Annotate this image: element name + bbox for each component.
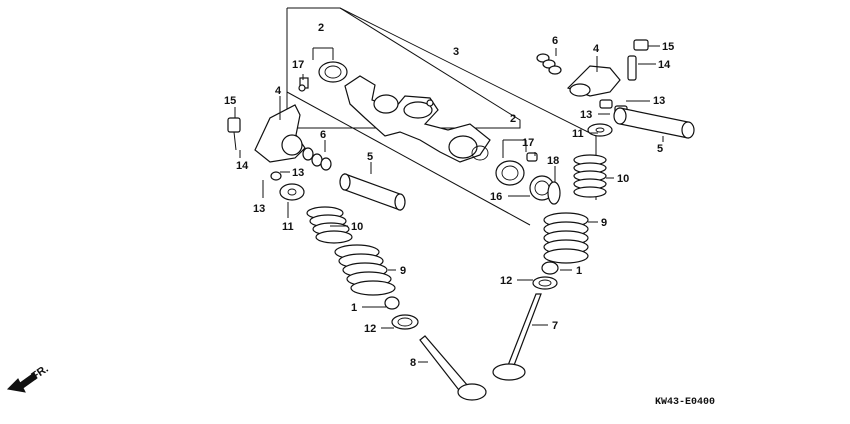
leader-lines (234, 45, 664, 363)
callout-16: 16 (490, 191, 502, 203)
callout-10-left: 10 (351, 221, 363, 233)
callout-1-left: 1 (351, 302, 357, 314)
valve-spring-inner-left (306, 206, 353, 244)
valve-stem-seal-right (532, 261, 559, 290)
callout-9-left: 9 (400, 265, 406, 277)
valve-left (419, 335, 487, 401)
callout-1-right: 1 (576, 265, 582, 277)
callout-5-right: 5 (657, 143, 663, 155)
callout-8: 8 (410, 357, 416, 369)
callout-6-left: 6 (320, 129, 326, 141)
rocker-shaft-right (613, 107, 695, 139)
rocker-arm-right (536, 39, 649, 115)
callout-11-left: 11 (282, 221, 294, 233)
callout-4-left: 4 (275, 85, 282, 97)
front-direction-arrow (6, 372, 38, 393)
callout-17-lower: 17 (522, 137, 534, 149)
valve-spring-outer-right (543, 212, 589, 264)
callout-13-right-upper: 13 (653, 95, 665, 107)
callout-18: 18 (547, 155, 559, 167)
rocker-arm-left (227, 84, 306, 163)
callout-14-left: 14 (236, 160, 249, 172)
camshaft (299, 61, 491, 163)
valve-spring-outer-left (334, 244, 396, 296)
callout-4-right: 4 (593, 43, 600, 55)
camshaft-bearing-right (495, 152, 561, 205)
callout-7: 7 (552, 320, 558, 332)
callout-3: 3 (453, 46, 459, 58)
callout-15-right: 15 (662, 41, 674, 53)
callout-2-lower: 2 (510, 113, 516, 125)
callout-6-right: 6 (552, 35, 558, 47)
valve-retainer-left (270, 171, 305, 201)
callout-12-left: 12 (364, 323, 376, 335)
callout-13-left-upper: 13 (292, 167, 304, 179)
callout-10-right: 10 (617, 173, 629, 185)
callout-11-right: 11 (572, 128, 584, 140)
callout-labels: 2 17 3 6 4 15 14 13 13 11 5 15 4 14 6 5 … (224, 22, 674, 369)
valve-spring-inner-right (573, 154, 607, 198)
callout-5-left: 5 (367, 151, 373, 163)
callout-12-right: 12 (500, 275, 512, 287)
callout-15-left: 15 (224, 95, 236, 107)
callout-17-upper: 17 (292, 59, 304, 71)
rocker-shaft-left (302, 147, 406, 211)
callout-2-upper: 2 (318, 22, 324, 34)
callout-13-right-lower: 13 (580, 109, 592, 121)
callout-14-right: 14 (658, 59, 671, 71)
valve-stem-seal-left (384, 296, 419, 330)
valve-right (492, 293, 542, 381)
part-code: KW43-E0400 (655, 397, 715, 408)
valve-retainer-right (587, 123, 613, 137)
callout-9-right: 9 (601, 217, 607, 229)
callout-13-left-lower: 13 (253, 203, 265, 215)
